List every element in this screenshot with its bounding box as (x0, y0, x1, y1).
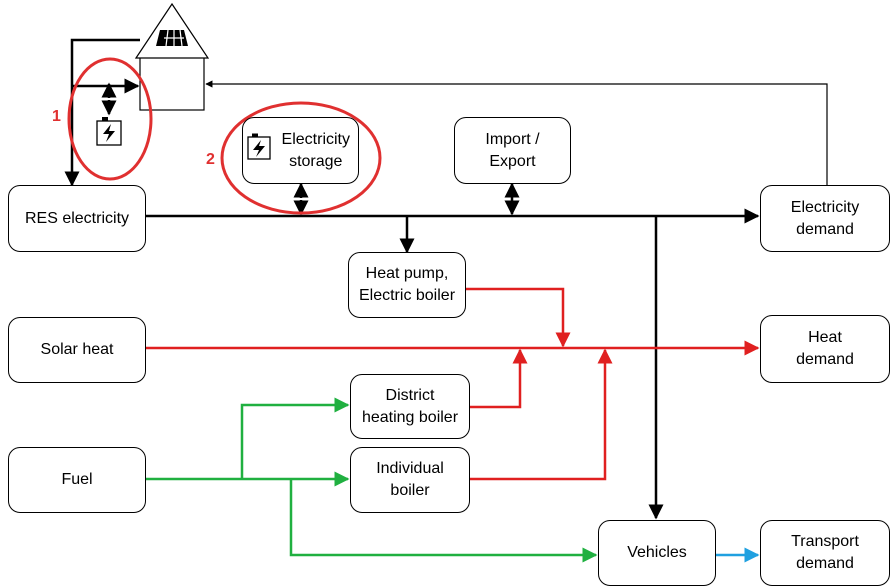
fuel-flows (146, 397, 598, 563)
electricity-storage-label: Electricity storage (281, 130, 350, 170)
fuel-node: Fuel (8, 447, 146, 513)
marker-1: 1 (52, 108, 61, 125)
individual-boiler-to-heat-bus (470, 348, 613, 481)
res-electricity-node: RES electricity (8, 185, 146, 252)
house-with-solar-panel-icon (134, 2, 210, 111)
import-export-node: Import / Export (454, 117, 571, 184)
battery-icon (96, 117, 122, 146)
solar-heat-node: Solar heat (8, 317, 146, 383)
heat-flows (146, 287, 760, 481)
electricity-demand-node: Electricity demand (760, 185, 890, 252)
marker-2: 2 (206, 151, 215, 168)
highlight-circle-1 (67, 57, 153, 181)
district-boiler-to-heat-bus (470, 348, 528, 409)
district-heating-boiler-node: District heating boiler (350, 374, 470, 439)
fuel-to-district-boiler (240, 397, 350, 479)
individual-boiler-node: Individual boiler (350, 447, 470, 513)
highlight-circle-2 (220, 101, 382, 215)
heat-demand-node: Heat demand (760, 315, 890, 383)
fuel-to-vehicles (289, 479, 598, 563)
demand-to-house-arrow (205, 80, 828, 186)
transport-demand-node: Transport demand (760, 520, 890, 586)
vehicles-node: Vehicles (598, 520, 716, 586)
heat-pump-node: Heat pump, Electric boiler (348, 252, 466, 318)
storage-battery-icon (247, 133, 271, 160)
heat-pump-to-heat-bus (466, 287, 571, 348)
